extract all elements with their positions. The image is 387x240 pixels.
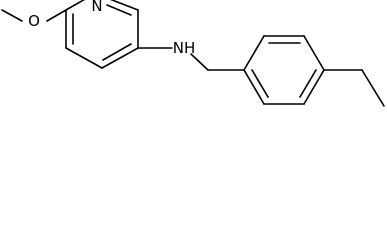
bond-b1-b2 — [243, 35, 265, 71]
ethyl-group — [323, 69, 385, 107]
bond-c4-c5 — [65, 47, 103, 69]
bond-ch2-ch3 — [361, 69, 385, 107]
bond-b6-b1-inner — [251, 69, 269, 98]
bond-c6-n1 — [65, 0, 86, 11]
bond-b6-b1 — [243, 69, 265, 105]
bond-amine-ch2 — [190, 53, 209, 71]
amine-linker — [137, 47, 245, 71]
bond-oxygen-ring — [46, 9, 67, 22]
bond-c3-c4-inner — [102, 43, 132, 61]
methoxy-oxygen-label: O — [28, 12, 40, 30]
bond-methyl-oxygen — [1, 9, 23, 22]
bond-c3-c4 — [101, 47, 139, 69]
pyridine-ring — [65, 0, 139, 69]
methoxy-group — [1, 9, 67, 22]
bond-n1-c2-inner — [106, 4, 132, 16]
bond-b4-b5-inner — [299, 69, 317, 98]
bond-n1-c2 — [109, 0, 139, 11]
amine-nitrogen-label: NH — [173, 39, 196, 57]
structure-diagram: N NH O — [1, 0, 385, 107]
bond-b4-b5 — [303, 69, 325, 105]
benzene-ring — [243, 35, 325, 105]
bond-b3-b4 — [303, 35, 325, 71]
pyridine-nitrogen-label: N — [91, 0, 102, 15]
